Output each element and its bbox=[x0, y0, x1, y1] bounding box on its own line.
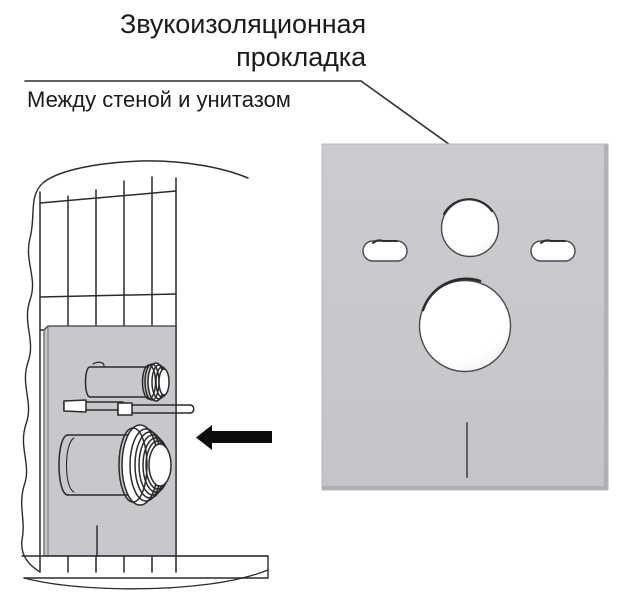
floor-front-contour bbox=[23, 569, 269, 590]
large-outlet-hole-highlight bbox=[421, 277, 482, 312]
top-bolt-hole-highlight bbox=[442, 198, 494, 216]
floor-plane-edge bbox=[21, 555, 269, 579]
flush-collar-bore bbox=[158, 368, 170, 396]
wall-torn-edge bbox=[21, 181, 45, 573]
lower-stud-tip bbox=[189, 404, 195, 414]
upper-stud-head bbox=[63, 399, 87, 413]
flush-pipe-left-cap bbox=[84, 366, 91, 398]
outlet-collar-ring-1 bbox=[118, 427, 148, 503]
left-slot-highlight bbox=[372, 239, 398, 244]
install-direction-arrow-icon bbox=[196, 425, 272, 450]
lower-stud-head bbox=[117, 402, 133, 416]
waste-pipe-inner-bore bbox=[66, 437, 75, 493]
wall-top-edge bbox=[43, 160, 249, 183]
gasket-plate-outline bbox=[321, 143, 609, 491]
tile-grid-line-h2 bbox=[39, 293, 177, 298]
outlet-collar-bore bbox=[148, 443, 172, 487]
waste-pipe-left-flange bbox=[58, 434, 69, 496]
right-slot-highlight bbox=[540, 239, 566, 244]
tile-grid-line-h1 bbox=[39, 190, 177, 204]
large-outlet-hole-icon bbox=[418, 279, 512, 373]
flush-pipe-lip bbox=[92, 361, 105, 367]
